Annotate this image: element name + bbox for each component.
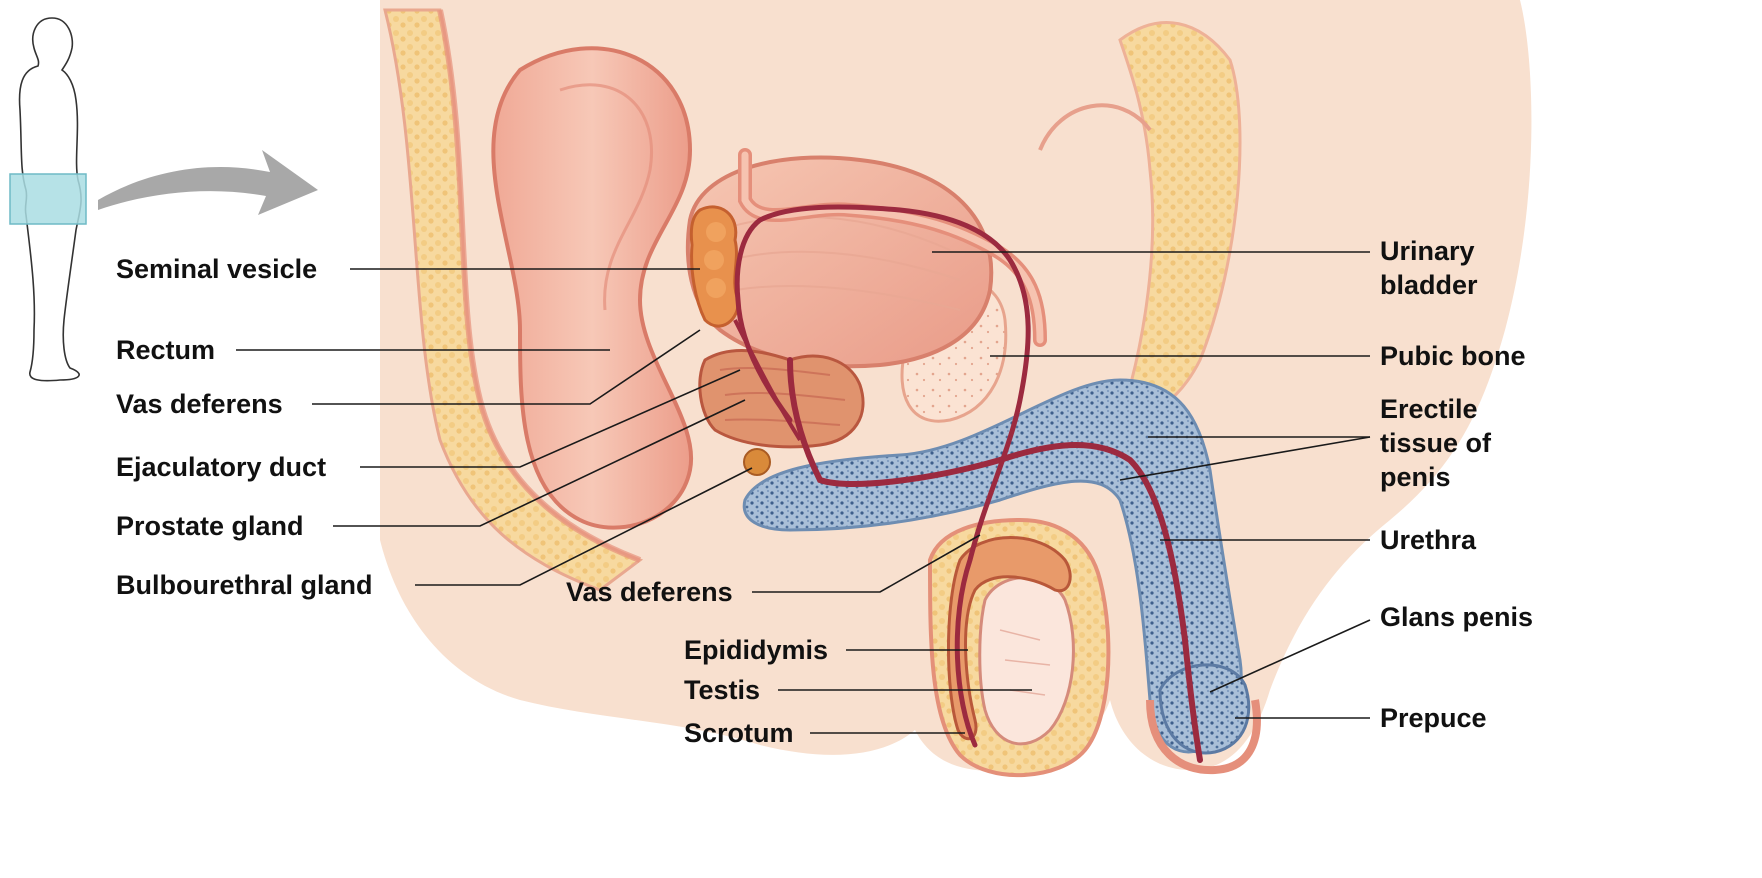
label-bulbourethral-gland: Bulbourethral gland <box>116 568 373 602</box>
label-ejaculatory-duct: Ejaculatory duct <box>116 450 326 484</box>
label-erectile-line1: Erectile <box>1380 392 1491 426</box>
label-prostate-gland: Prostate gland <box>116 509 304 543</box>
label-urinary-bladder-line2: bladder <box>1380 268 1478 302</box>
label-urethra: Urethra <box>1380 523 1476 557</box>
label-vas-deferens-upper: Vas deferens <box>116 387 283 421</box>
label-erectile-line2: tissue of <box>1380 426 1491 460</box>
label-seminal-vesicle: Seminal vesicle <box>116 252 317 286</box>
label-urinary-bladder: Urinary bladder <box>1380 234 1478 302</box>
testis-shape <box>980 578 1074 744</box>
label-rectum: Rectum <box>116 333 215 367</box>
label-prepuce: Prepuce <box>1380 701 1487 735</box>
label-scrotum: Scrotum <box>684 716 794 750</box>
label-urinary-bladder-line1: Urinary <box>1380 234 1478 268</box>
prostate-gland-shape <box>700 351 863 447</box>
bulbourethral-gland-shape <box>744 449 770 475</box>
label-vas-deferens-lower: Vas deferens <box>566 575 733 609</box>
pelvic-region-highlight-box <box>10 174 86 224</box>
label-pubic-bone: Pubic bone <box>1380 339 1526 373</box>
label-erectile-line3: penis <box>1380 460 1491 494</box>
curved-arrow-icon <box>98 150 318 215</box>
label-testis: Testis <box>684 673 760 707</box>
label-epididymis: Epididymis <box>684 633 828 667</box>
label-glans-penis: Glans penis <box>1380 600 1533 634</box>
label-erectile-tissue: Erectile tissue of penis <box>1380 392 1491 494</box>
